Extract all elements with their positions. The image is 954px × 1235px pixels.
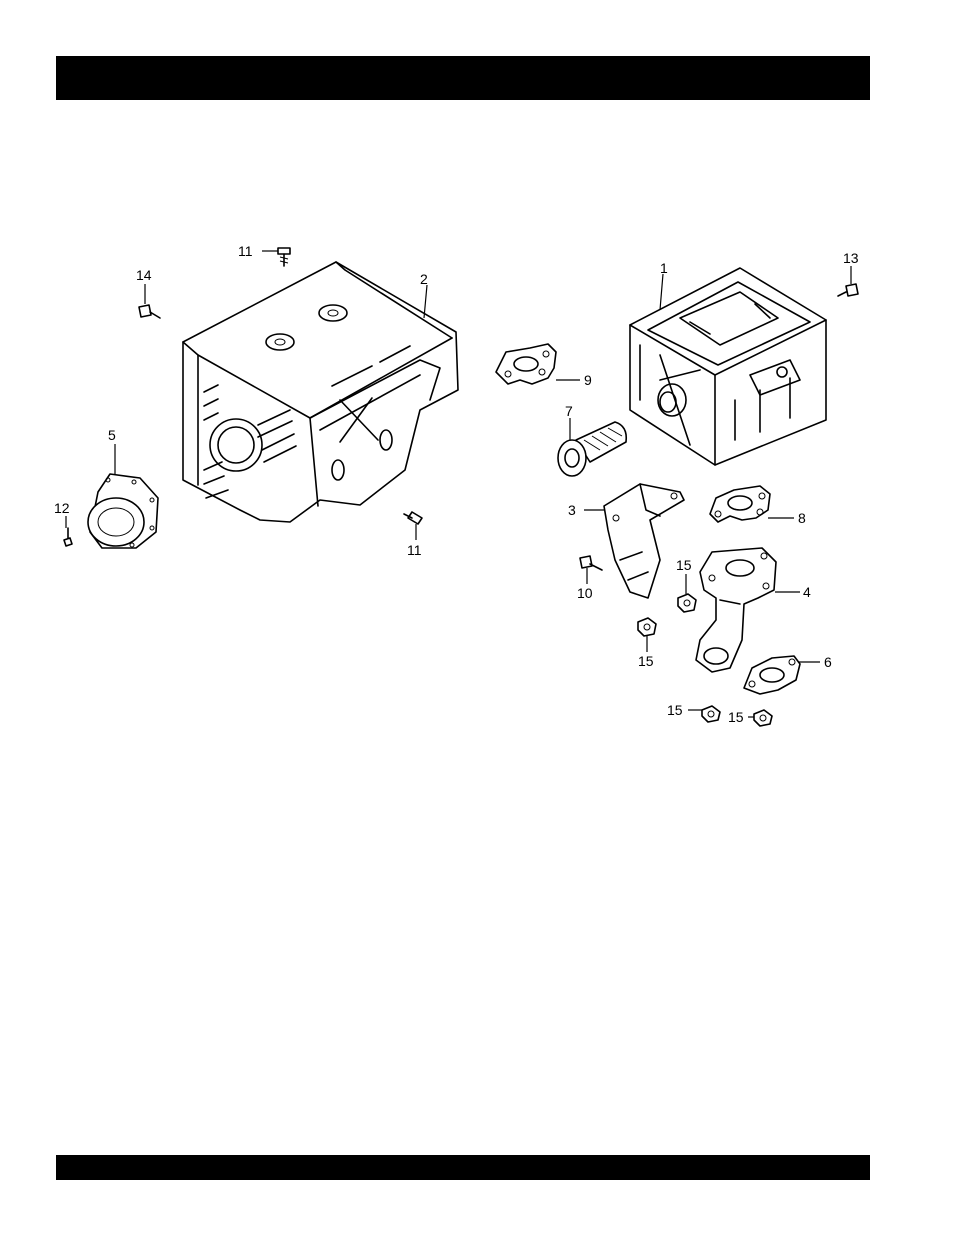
callout-13: 13 [843, 250, 859, 266]
bolt-10-part [580, 556, 602, 570]
muffler-protector-part [183, 262, 458, 522]
callout-15d: 15 [728, 709, 744, 725]
callout-11a: 11 [238, 243, 253, 259]
bracket-part [604, 484, 684, 598]
callout-15a: 15 [676, 557, 692, 573]
callout-12: 12 [54, 500, 70, 516]
callout-15c: 15 [667, 702, 683, 718]
callout-10: 10 [577, 585, 593, 601]
screw-11a-part [278, 248, 290, 266]
gasket-8-part [710, 486, 770, 522]
screw-12-part [64, 528, 72, 546]
callout-8: 8 [798, 510, 806, 526]
callout-3: 3 [568, 502, 576, 518]
callout-6: 6 [824, 654, 832, 670]
callout-2: 2 [420, 271, 428, 287]
callout-5: 5 [108, 427, 116, 443]
callout-11b: 11 [407, 542, 422, 558]
callout-14: 14 [136, 267, 152, 283]
nut-15c-part [702, 706, 720, 722]
exhaust-pipe-part [696, 548, 776, 672]
spark-arrester-part [558, 422, 626, 476]
muffler-cover-part [88, 474, 158, 548]
bolt-14-part [139, 305, 160, 318]
callout-7: 7 [565, 403, 573, 419]
gasket-9-part [496, 344, 556, 384]
callout-9: 9 [584, 372, 592, 388]
gasket-6-part [744, 656, 800, 694]
footer-bar [56, 1155, 870, 1180]
screw-11b-part [404, 512, 422, 524]
nut-15b-part [638, 618, 656, 636]
callout-4: 4 [803, 584, 811, 600]
nut-15a-part [678, 594, 696, 612]
nut-15d-part [754, 710, 772, 726]
callout-15b: 15 [638, 653, 654, 669]
callout-1: 1 [660, 260, 668, 276]
muffler-part [630, 268, 826, 465]
bolt-13-part [838, 284, 858, 296]
